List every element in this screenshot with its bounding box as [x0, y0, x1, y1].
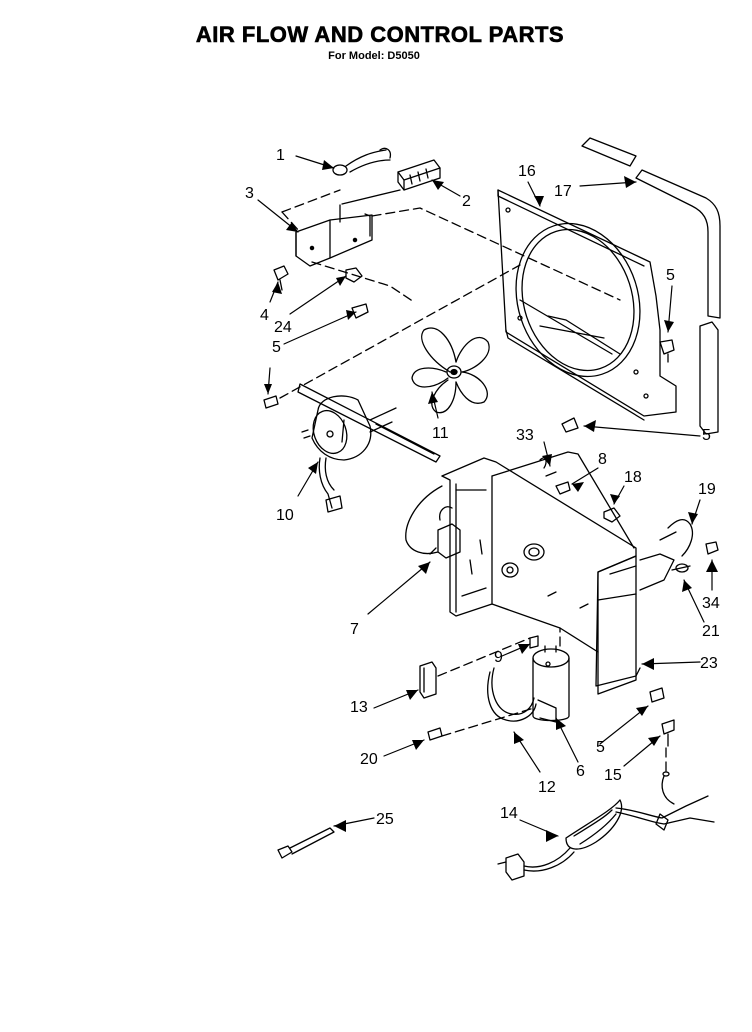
callout-16: 16 — [518, 163, 536, 180]
part-screw-5a — [351, 303, 369, 319]
callout-20: 20 — [360, 751, 378, 768]
callout-23: 23 — [700, 655, 718, 672]
part-control-bracket — [295, 189, 401, 267]
callout-8: 8 — [598, 451, 607, 468]
leader-lines — [257, 155, 713, 837]
callout-labels: 1 2 3 4 24 5 16 17 5 5 11 10 7 33 8 18 1… — [245, 147, 720, 828]
callout-24: 24 — [274, 319, 292, 336]
part-screw-5d — [561, 417, 579, 433]
assembly-lines-control — [279, 189, 621, 399]
callout-11: 11 — [432, 425, 449, 442]
callout-3: 3 — [245, 185, 254, 202]
page-title: AIR FLOW AND CONTROL PARTS — [195, 22, 565, 48]
callout-6: 6 — [576, 763, 585, 780]
callout-5-right: 5 — [702, 427, 711, 444]
callout-5-lower: 5 — [596, 739, 605, 756]
part-wire-19 — [659, 518, 694, 557]
callout-17: 17 — [554, 183, 572, 200]
part-wire-tie-25 — [277, 827, 335, 859]
part-control-housing — [441, 451, 675, 695]
part-orifice-panel — [497, 189, 677, 421]
callout-13: 13 — [350, 699, 368, 716]
assembly-lines-lower — [437, 627, 667, 773]
part-relay-13 — [419, 661, 437, 699]
part-screw-5e — [649, 687, 665, 703]
callout-12: 12 — [538, 779, 556, 796]
callout-2: 2 — [462, 193, 471, 210]
model-subtitle: For Model: D5050 — [328, 50, 420, 62]
callout-21: 21 — [702, 623, 720, 640]
part-capacitor-strap-12 — [487, 667, 557, 723]
part-fan-blade — [411, 327, 490, 414]
callout-5-left: 5 — [272, 339, 281, 356]
part-screw-20 — [427, 727, 443, 741]
callout-5-upper-right: 5 — [666, 267, 675, 284]
part-screw-4 — [273, 265, 289, 291]
part-capacitor-6 — [532, 645, 570, 722]
part-screw-8 — [555, 481, 571, 495]
part-bracket-9 — [529, 635, 539, 649]
part-terminal-block — [397, 159, 441, 191]
callout-4: 4 — [260, 307, 269, 324]
part-gasket-strips — [581, 137, 721, 435]
leader-arrowheads — [264, 160, 718, 842]
callout-10: 10 — [276, 507, 294, 524]
part-power-cord — [497, 771, 715, 881]
part-switch-7 — [405, 485, 461, 559]
callout-14: 14 — [500, 805, 518, 822]
part-screw-5c — [659, 339, 675, 363]
callout-25: 25 — [376, 811, 394, 828]
callout-9: 9 — [494, 649, 503, 666]
part-screw-15 — [661, 719, 675, 747]
part-screw-34 — [705, 541, 719, 555]
part-fan-motor — [297, 383, 441, 513]
callout-7: 7 — [350, 621, 359, 638]
callout-1: 1 — [276, 147, 285, 164]
callout-15: 15 — [604, 767, 622, 784]
part-screw-5b — [263, 395, 279, 409]
callout-34: 34 — [702, 595, 720, 612]
callout-33: 33 — [516, 427, 534, 444]
part-wire-clip — [332, 147, 392, 176]
callout-18: 18 — [624, 469, 642, 486]
callout-19: 19 — [698, 481, 716, 498]
part-washer-21 — [671, 563, 691, 573]
part-nut-18 — [603, 507, 621, 523]
